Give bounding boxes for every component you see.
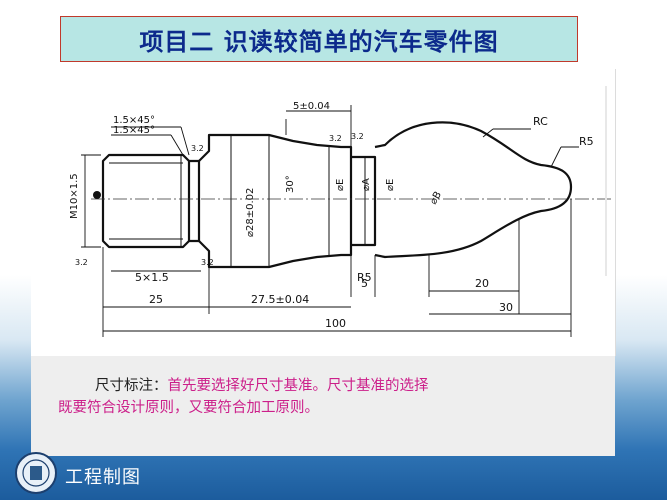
university-seal-icon [15, 452, 57, 494]
dim-5-tolerance: 5±0.04 [293, 101, 330, 112]
engineering-drawing: 1.5×45° 1.5×45° 5±0.04 3.2 3.2 3.2 3.2 3… [31, 69, 616, 356]
caption-line-1: 首先要选择好尺寸基准。尺寸基准的选择 [167, 378, 429, 394]
undercut-label: 5×1.5 [135, 271, 169, 284]
thread-section-mark [93, 191, 101, 199]
rc-label: RC [533, 115, 548, 128]
dia-e1-label: ⌀E [335, 179, 346, 191]
roughness-c: 3.2 [351, 132, 364, 141]
r5-right-label: R5 [579, 135, 594, 148]
r5-bottom-label: R5 [357, 271, 372, 284]
dim-100-label: 100 [325, 317, 346, 330]
dia-28-label: ⌀28±0.02 [245, 188, 256, 237]
dia-a-label: ⌀A [361, 178, 372, 191]
chamfer-label-top: 1.5×45° [113, 115, 155, 126]
thread-section [101, 153, 191, 249]
caption-line-2: 既要符合设计原则，又要符合加工原则。 [58, 400, 319, 416]
dim-27-5-label: 27.5±0.04 [251, 293, 309, 306]
dia-b-label: ⌀B [428, 190, 444, 207]
angle-30-label: 30° [285, 175, 296, 193]
shaft-section-a [351, 155, 377, 247]
footer-title: 工程制图 [65, 467, 141, 488]
dim-25-label: 25 [149, 293, 163, 306]
dia-e2-label: ⌀E [385, 179, 396, 191]
caption-text: 尺寸标注：首先要选择好尺寸基准。尺寸基准的选择 既要符合设计原则，又要符合加工原… [58, 375, 575, 416]
collar [198, 133, 353, 269]
slide-title: 项目二 识读较简单的汽车零件图 [139, 27, 499, 56]
thread-label: M10×1.5 [69, 173, 80, 219]
caption-panel [31, 356, 615, 456]
chamfer-label-bottom: 1.5×45° [113, 125, 155, 136]
bulb [374, 121, 573, 259]
roughness-d: 3.2 [75, 258, 88, 267]
roughness-e: 3.2 [201, 258, 214, 267]
title-banner: 项目二 识读较简单的汽车零件图 [60, 16, 578, 62]
roughness-b: 3.2 [329, 134, 342, 143]
dim-20-label: 20 [475, 277, 489, 290]
side-rule [605, 86, 621, 276]
dim-5-small-label: 5 [361, 277, 368, 290]
roughness-a: 3.2 [191, 144, 204, 153]
caption-label: 尺寸标注： [95, 378, 168, 394]
dim-30-label: 30 [499, 301, 513, 314]
undercut-neck [189, 159, 201, 243]
